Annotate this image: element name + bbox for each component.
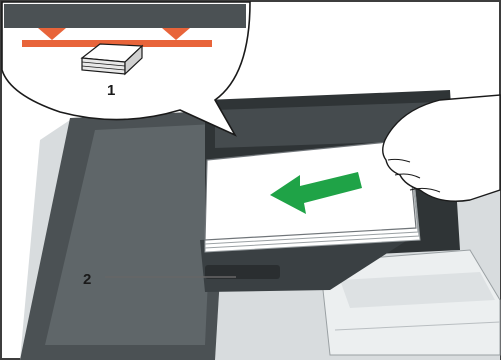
callout-label-2: 2 <box>83 271 91 288</box>
callout-label-1: 1 <box>107 82 115 99</box>
